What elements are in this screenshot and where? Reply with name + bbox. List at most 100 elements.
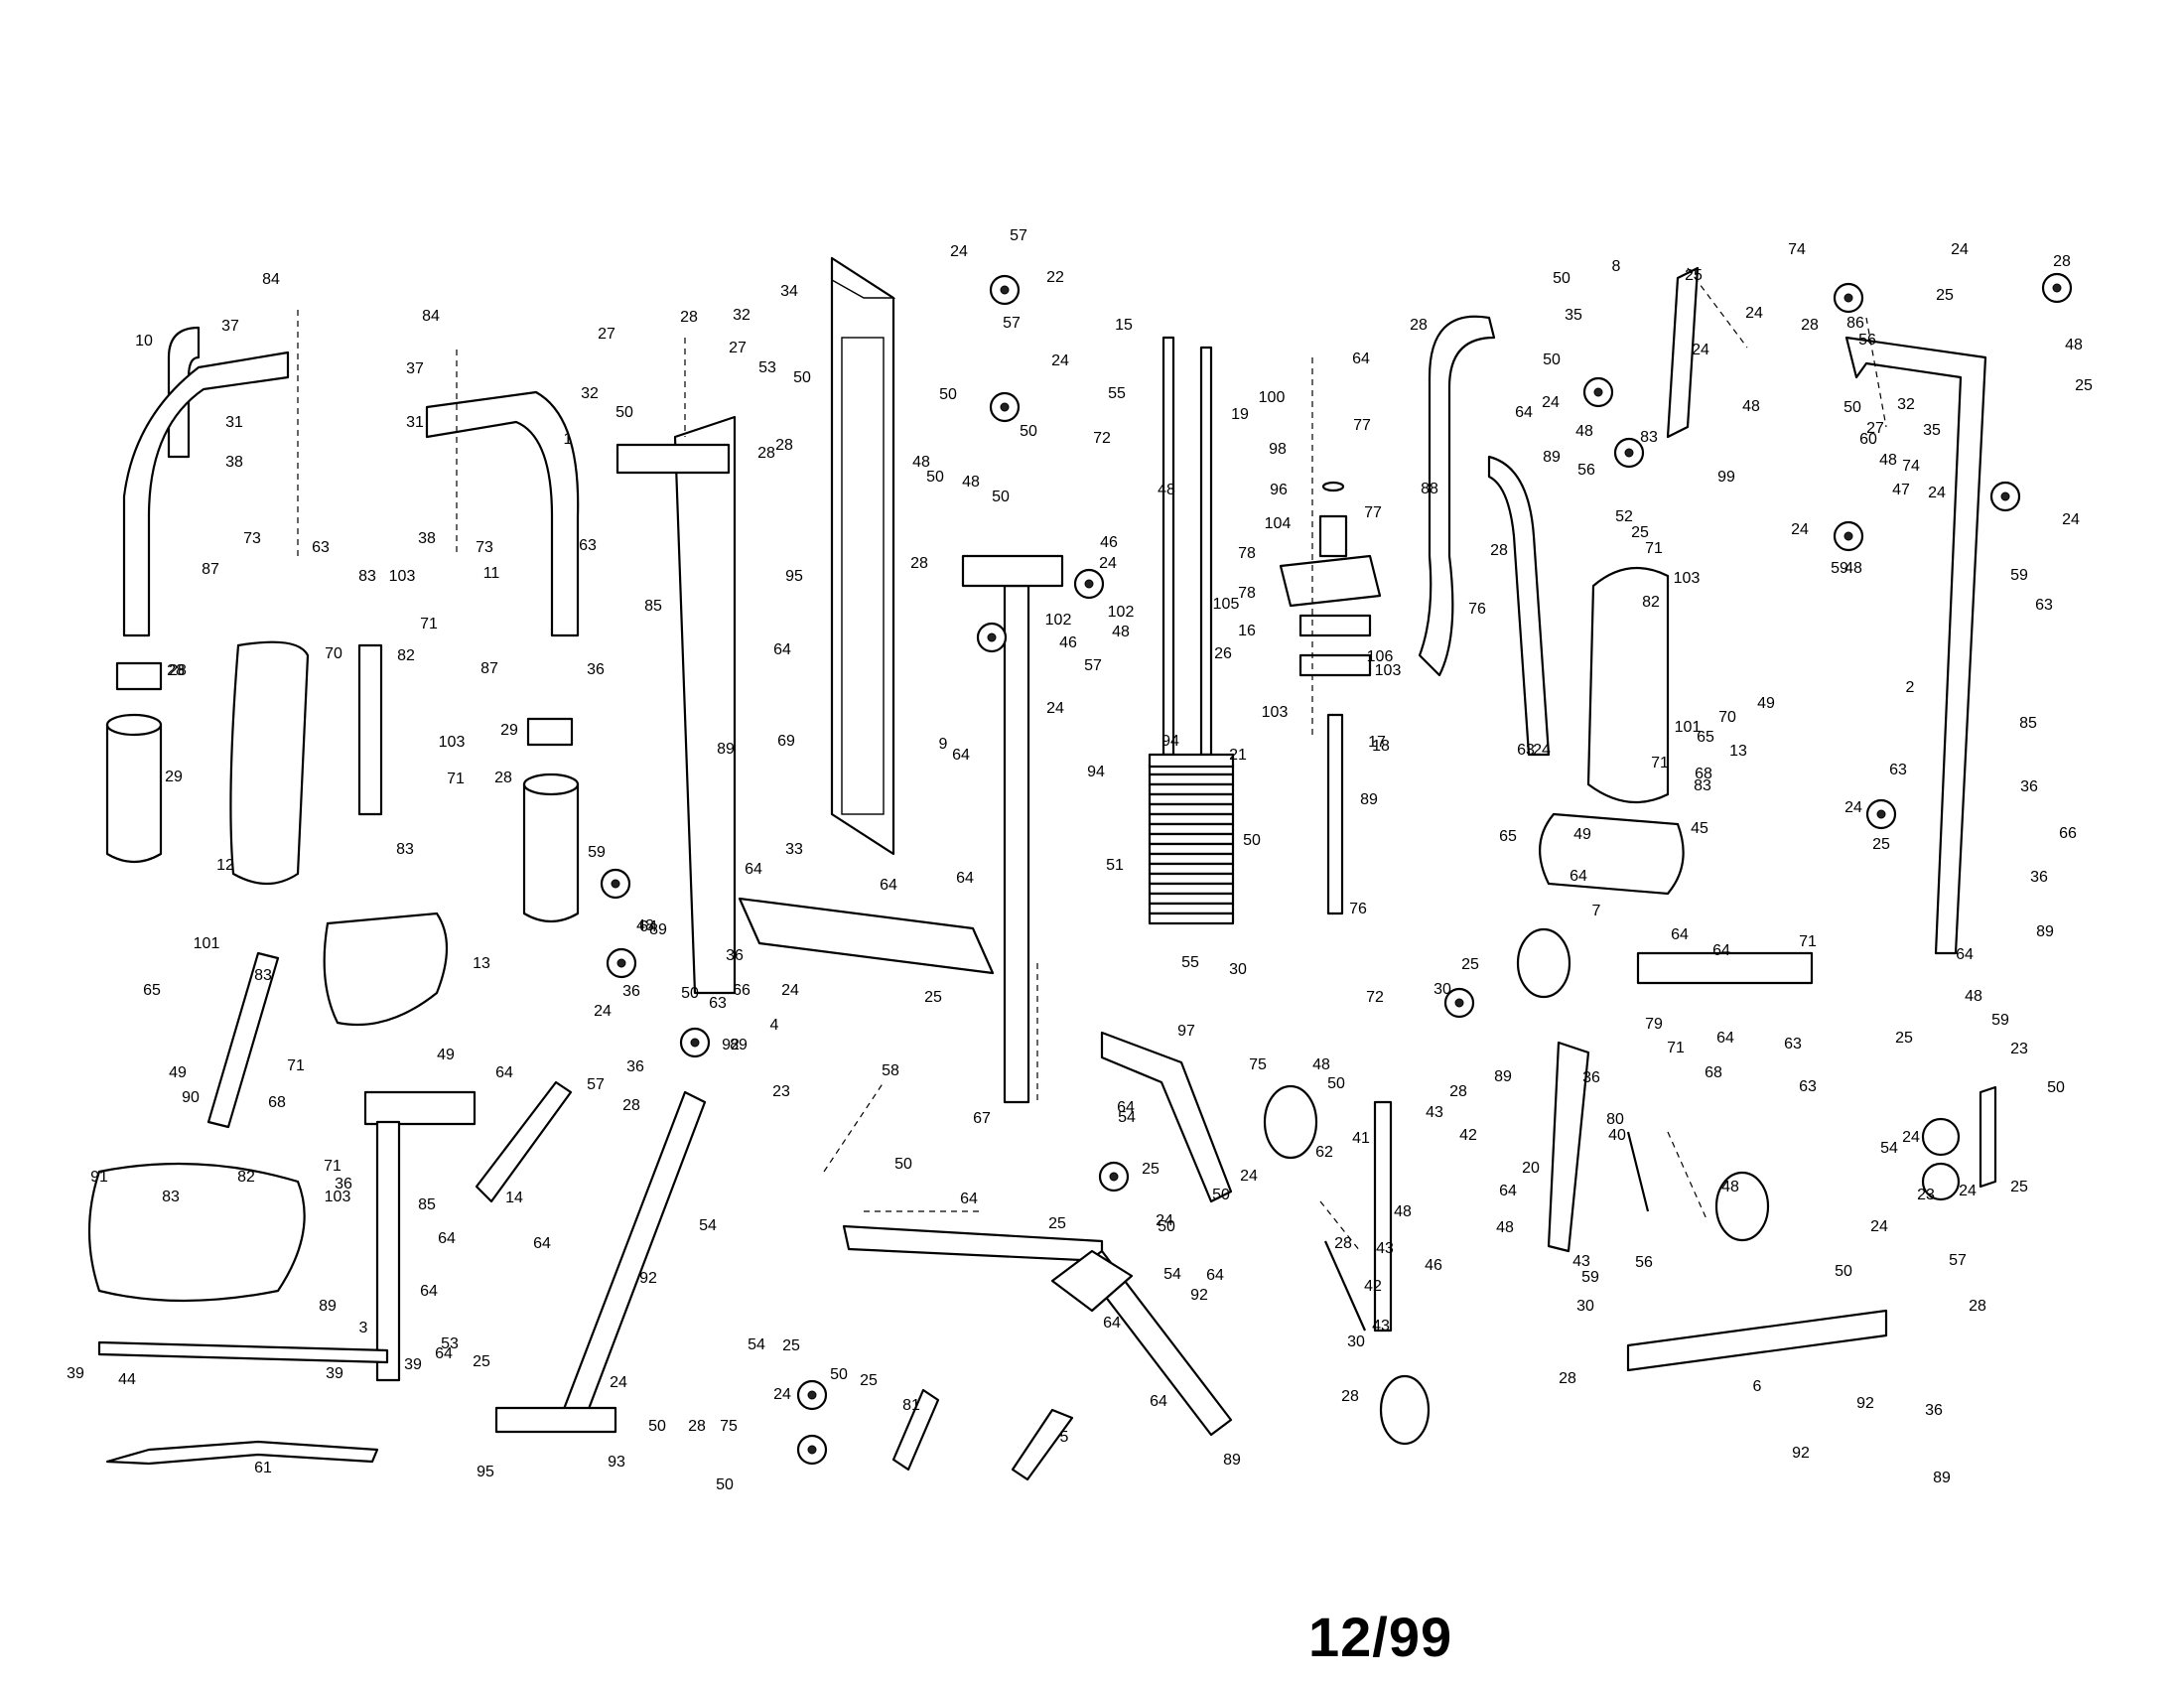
callout-number: 24 bbox=[1156, 1212, 1173, 1229]
pulley-hub-0 bbox=[690, 1038, 700, 1048]
callout-number: 64 bbox=[1206, 1267, 1224, 1284]
callout-number: 39 bbox=[404, 1356, 422, 1373]
callout-number: 62 bbox=[1315, 1144, 1333, 1161]
callout-number: 50 bbox=[1243, 832, 1261, 849]
callout-number: 50 bbox=[894, 1156, 912, 1173]
callout-number: 1 bbox=[564, 431, 573, 448]
weight-plate-21 bbox=[1148, 792, 1235, 806]
callout-number: 92 bbox=[639, 1270, 657, 1287]
callout-number: 6 bbox=[1753, 1378, 1762, 1395]
callout-number: 48 bbox=[636, 917, 654, 934]
callout-number: 4 bbox=[770, 1017, 779, 1034]
callout-number: 63 bbox=[1889, 762, 1907, 778]
callout-number: 89 bbox=[1223, 1452, 1241, 1469]
callout-number: 56 bbox=[1635, 1254, 1653, 1271]
callout-number: 85 bbox=[418, 1196, 436, 1213]
callout-number: 24 bbox=[610, 1374, 627, 1391]
foot-plate bbox=[494, 1406, 617, 1434]
callout-number: 46 bbox=[1100, 534, 1118, 551]
callout-number: 103 bbox=[439, 734, 466, 751]
callout-number: 64 bbox=[1150, 1393, 1167, 1410]
callout-number: 67 bbox=[973, 1110, 991, 1127]
callout-number: 64 bbox=[1515, 404, 1533, 421]
leader-5 bbox=[1865, 317, 1887, 428]
callout-number: 28 bbox=[1334, 1235, 1352, 1252]
callout-number: 92 bbox=[1190, 1287, 1208, 1304]
roller-pad-29-b-top bbox=[522, 772, 580, 796]
callout-number: 15 bbox=[1115, 317, 1133, 334]
callout-number: 95 bbox=[477, 1464, 494, 1480]
callout-number: 89 bbox=[1494, 1068, 1512, 1085]
callout-number: 36 bbox=[622, 983, 640, 1000]
callout-number: 72 bbox=[1366, 989, 1384, 1006]
callout-number: 49 bbox=[1757, 695, 1775, 712]
callout-number: 64 bbox=[960, 1191, 978, 1207]
handle-81 bbox=[1011, 1408, 1074, 1481]
callout-number: 82 bbox=[397, 647, 415, 664]
roller-30c bbox=[1516, 927, 1571, 999]
leg-lever-14 bbox=[475, 1080, 573, 1203]
callout-number: 65 bbox=[143, 982, 161, 999]
shroud-93 bbox=[841, 337, 885, 815]
callout-number: 48 bbox=[1879, 452, 1897, 469]
callout-number: 48 bbox=[1112, 624, 1130, 640]
callout-number: 25 bbox=[2010, 1179, 2028, 1195]
callout-number: 54 bbox=[1163, 1266, 1181, 1283]
curl-bar-61 bbox=[105, 1440, 379, 1466]
callout-number: 63 bbox=[709, 995, 727, 1012]
callout-number: 66 bbox=[2059, 825, 2077, 842]
callout-number: 24 bbox=[1692, 342, 1709, 358]
callout-number: 103 bbox=[325, 1189, 351, 1205]
crossbar-6 bbox=[1626, 1309, 1888, 1372]
callout-number: 64 bbox=[1117, 1099, 1135, 1116]
callout-number: 32 bbox=[581, 385, 599, 402]
top-plate-16 bbox=[1298, 614, 1372, 637]
callout-number: 49 bbox=[437, 1047, 455, 1063]
callout-number: 54 bbox=[1880, 1140, 1898, 1157]
callout-number: 54 bbox=[1118, 1109, 1136, 1126]
callout-number: 24 bbox=[1928, 485, 1946, 501]
callout-number: 48 bbox=[1844, 560, 1862, 577]
seat-pad-13 bbox=[323, 912, 449, 1027]
callout-number: 48 bbox=[962, 474, 980, 491]
callout-number: 83 bbox=[162, 1189, 180, 1205]
callout-number: 63 bbox=[312, 539, 330, 556]
callout-number: 92 bbox=[1792, 1445, 1810, 1462]
callout-number: 50 bbox=[1543, 351, 1561, 368]
base-33 bbox=[738, 897, 995, 975]
callout-number: 102 bbox=[1108, 604, 1135, 621]
mast-9 bbox=[1003, 584, 1030, 1104]
arm-77b bbox=[1487, 455, 1551, 757]
pulley-hub-13 bbox=[1000, 285, 1010, 295]
callout-number: 25 bbox=[1048, 1215, 1066, 1232]
callout-number: 83 bbox=[396, 841, 414, 858]
callout-number: 36 bbox=[726, 947, 744, 964]
callout-number: 73 bbox=[476, 539, 493, 556]
callout-number: 24 bbox=[1951, 241, 1969, 258]
washer-98 bbox=[1321, 481, 1345, 492]
callout-number: 71 bbox=[1645, 540, 1663, 557]
rod-42b bbox=[1626, 1131, 1650, 1212]
callout-number: 80 bbox=[1606, 1111, 1624, 1128]
callout-number: 49 bbox=[1573, 826, 1591, 843]
callout-number: 50 bbox=[830, 1366, 848, 1383]
callout-number: 71 bbox=[287, 1057, 305, 1074]
callout-number: 50 bbox=[1327, 1075, 1345, 1092]
callout-number: 72 bbox=[1093, 430, 1111, 447]
callout-number: 37 bbox=[406, 360, 424, 377]
callout-number: 61 bbox=[254, 1460, 272, 1476]
callout-number: 103 bbox=[1262, 704, 1289, 721]
top-plate-26 bbox=[1298, 653, 1372, 677]
callout-number: 63 bbox=[1784, 1036, 1802, 1052]
callout-number: 29 bbox=[165, 769, 183, 785]
callout-number: 50 bbox=[716, 1476, 734, 1493]
callout-number: 28 bbox=[169, 662, 187, 679]
callout-number: 50 bbox=[615, 404, 633, 421]
cap-28 bbox=[526, 717, 574, 747]
callout-number: 84 bbox=[422, 308, 440, 325]
callout-number: 77 bbox=[1364, 504, 1382, 521]
callout-number: 58 bbox=[882, 1062, 899, 1079]
callout-number: 22 bbox=[1046, 269, 1064, 286]
callout-number: 28 bbox=[1969, 1298, 1986, 1315]
callout-number: 89 bbox=[319, 1298, 337, 1315]
